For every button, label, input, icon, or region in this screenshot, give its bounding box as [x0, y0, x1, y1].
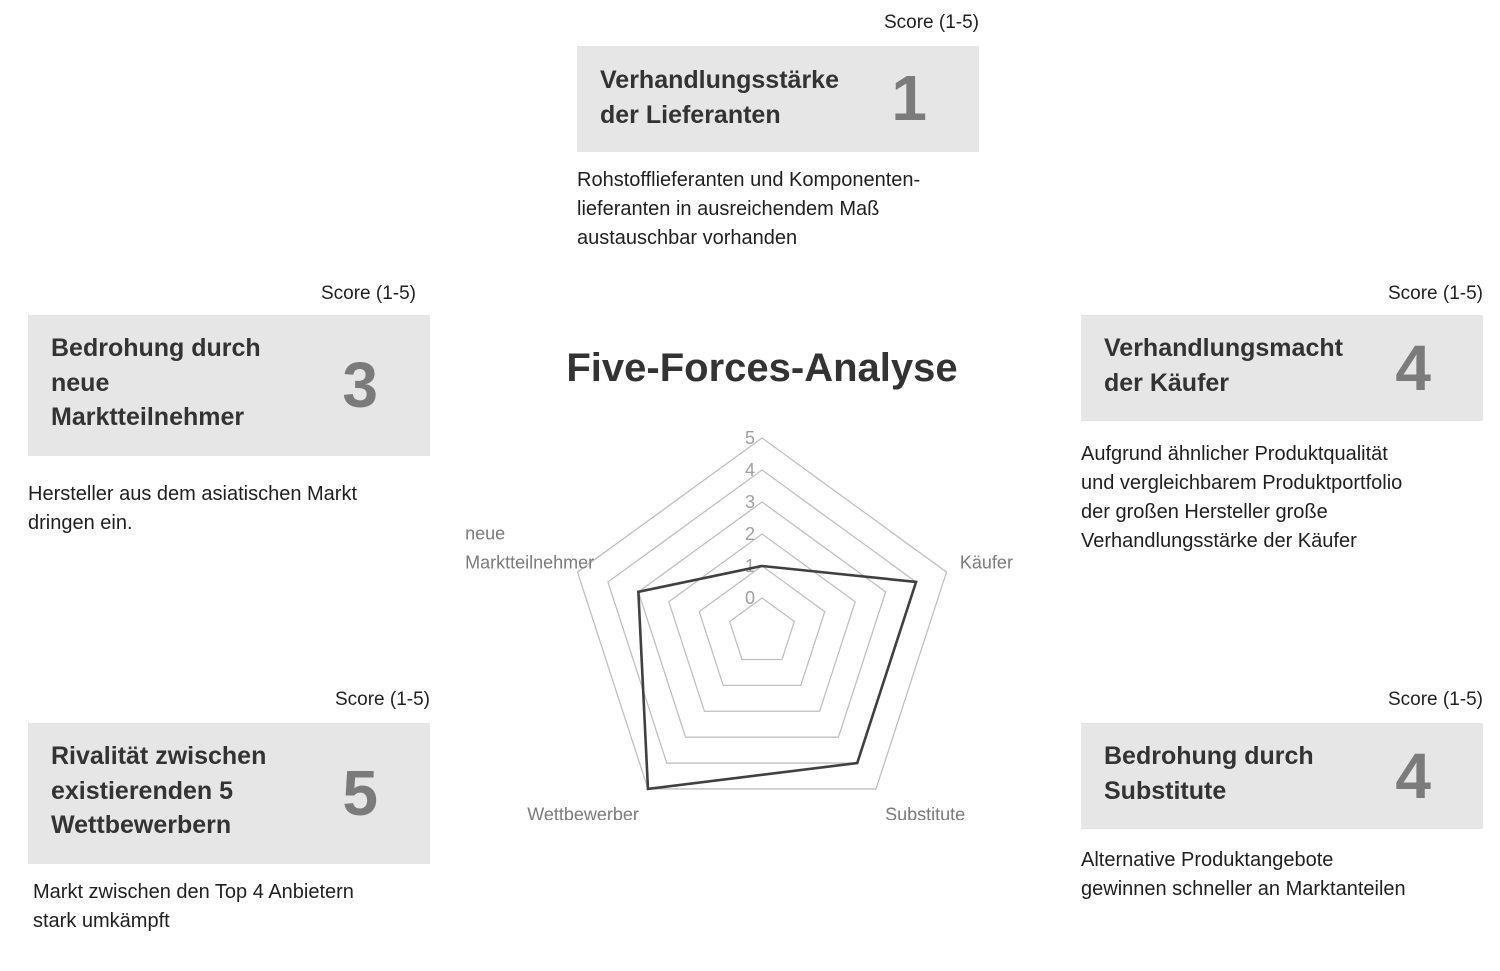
force-description: Aufgrund ähnlicher Produktqualität und v…: [1081, 443, 1403, 552]
radar-axis-labels: LieferantenKäuferSubstitute Wettbewerber n…: [465, 420, 1013, 820]
force-title: Bedrohung durch Substitute: [1104, 742, 1314, 805]
radar-axis-label: Wettbewerber: [527, 805, 639, 820]
radar-grid-ring: [728, 597, 796, 661]
radar-axis-label: Käufer: [960, 552, 1013, 572]
force-title: Rivalität zwischen existierenden 5 Wettb…: [51, 742, 267, 839]
force-box: Rivalität zwischen existierenden 5 Wettb…: [28, 723, 430, 864]
force-title: Verhandlungsmacht der Käufer: [1104, 334, 1343, 397]
radar-grid-ring: [668, 533, 856, 712]
radar-chart: 0 1 2 3 4 5 LieferantenKäuferSubstitute Wettbe…: [465, 420, 1013, 820]
score-label: Score (1-5): [1387, 689, 1483, 710]
radar-series: [637, 564, 918, 791]
radar-axis-label: Lieferanten: [717, 420, 807, 422]
force-score: 4: [1395, 740, 1431, 812]
radar-tick-label: 4: [745, 460, 755, 480]
radar-grid-ring: [576, 437, 948, 790]
score-label: Score (1-5): [320, 283, 416, 304]
radar-tick-label: 0: [745, 588, 755, 608]
force-score: 5: [342, 757, 378, 829]
radar-tick-label: 5: [745, 428, 755, 448]
force-score: 4: [1395, 332, 1431, 404]
force-box: Bedrohung durch neue Marktteilnehmer 3: [28, 315, 430, 456]
radar-tick-label: 3: [745, 492, 755, 512]
force-box: Bedrohung durch Substitute 4: [1081, 723, 1483, 829]
radar-series-line: [637, 564, 918, 791]
force-description: Markt zwischen den Top 4 Anbietern stark…: [33, 881, 354, 932]
radar-grid-ring: [698, 565, 826, 687]
force-box: Verhandlungsstärke der Lieferanten 1: [577, 46, 979, 152]
force-description: Alternative Produktangebote gewinnen sch…: [1081, 849, 1406, 900]
score-label: Score (1-5): [334, 689, 430, 710]
page-title: Five-Forces-Analyse: [566, 346, 958, 390]
force-score: 1: [891, 62, 927, 134]
radar-grid-ring: [637, 501, 887, 738]
radar-tick-label: 1: [745, 556, 755, 576]
force-description: Hersteller aus dem asiatischen Markt dri…: [28, 483, 358, 534]
force-title: Verhandlungsstärke der Lieferanten: [600, 66, 839, 129]
score-label: Score (1-5): [883, 12, 979, 33]
radar-grid-ring: [607, 469, 917, 764]
force-box: Verhandlungsmacht der Käufer 4: [1081, 315, 1483, 421]
force-score: 3: [342, 349, 378, 421]
radar-tick-label: 2: [745, 524, 755, 544]
radar-grid: [576, 437, 948, 790]
radar-tick-labels: 0 1 2 3 4 5: [745, 428, 755, 608]
radar-axis-label: Substitute: [885, 805, 965, 820]
score-label: Score (1-5): [1387, 283, 1483, 304]
force-title: Bedrohung durch neue Marktteilnehmer: [51, 334, 261, 431]
force-description: Rohstofflieferanten und Komponenten- lie…: [577, 169, 921, 249]
